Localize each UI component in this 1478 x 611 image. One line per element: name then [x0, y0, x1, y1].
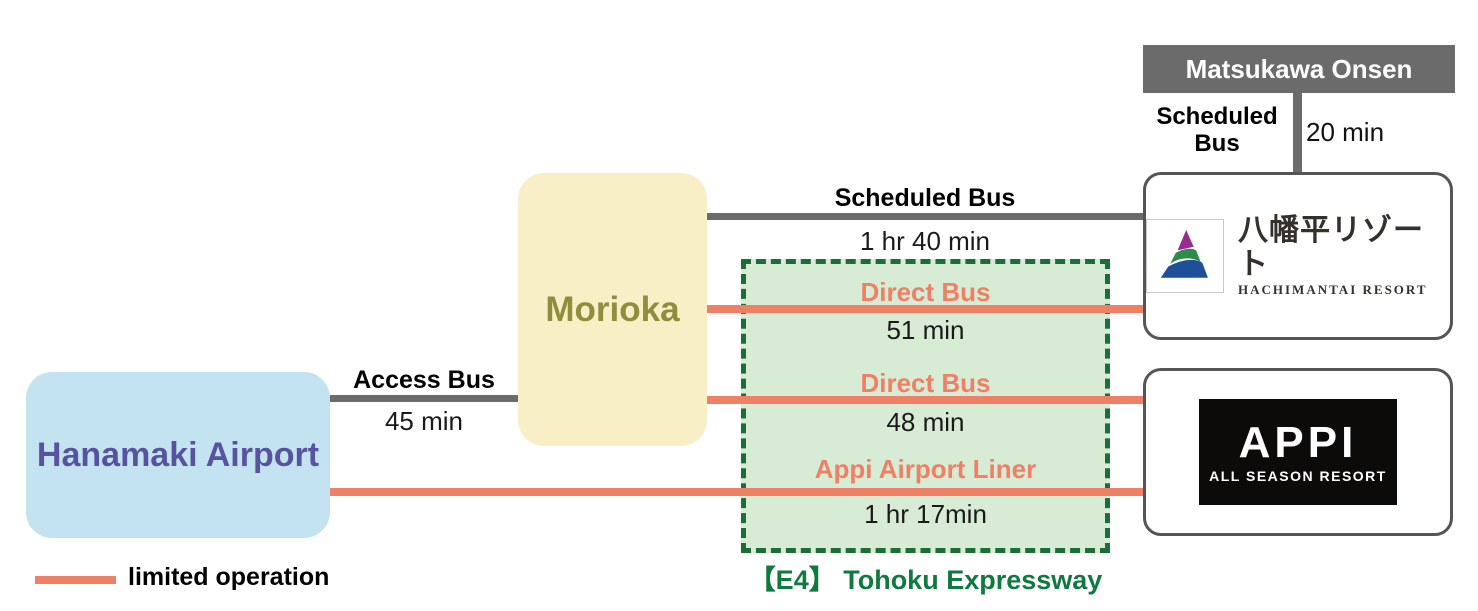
hachimantai-mountain-logo-icon: [1146, 219, 1224, 293]
appi-airport-liner-line: [330, 488, 1143, 496]
hanamaki-airport-label: Hanamaki Airport: [36, 435, 320, 474]
hachimantai-resort-node: 八幡平リゾート HACHIMANTAI RESORT: [1143, 172, 1453, 340]
matsukawa-onsen-node: Matsukawa Onsen: [1143, 45, 1455, 93]
morioka-node: Morioka: [518, 173, 707, 446]
access-bus-label: Access Bus: [353, 366, 495, 394]
hachimantai-name-en: HACHIMANTAI RESORT: [1238, 282, 1428, 297]
matsukawa-bus-duration: 20 min: [1306, 117, 1385, 147]
tohoku-expressway-label: 【E4】 Tohoku Expressway: [748, 565, 1103, 595]
scheduled-bus-label: Scheduled Bus: [834, 184, 1016, 212]
direct-bus-hachimantai-label: Direct Bus: [860, 277, 991, 307]
appi-airport-liner-duration: 1 hr 17min: [864, 499, 987, 529]
direct-bus-hachimantai-line: [707, 305, 1143, 313]
limited-operation-label: limited operation: [128, 563, 330, 591]
hachimantai-resort-wordmark: 八幡平リゾート HACHIMANTAI RESORT: [1238, 214, 1450, 298]
matsukawa-bus-label: Scheduled Bus: [1146, 103, 1288, 157]
scheduled-bus-line: [707, 213, 1143, 220]
appi-airport-liner-label: Appi Airport Liner: [814, 454, 1037, 484]
matsukawa-route-line: [1293, 92, 1302, 173]
hachimantai-name-jp: 八幡平リゾート: [1238, 214, 1424, 281]
matsukawa-onsen-label: Matsukawa Onsen: [1185, 53, 1413, 84]
matsukawa-bus-label-line2: Bus: [1194, 130, 1240, 157]
scheduled-bus-duration: 1 hr 40 min: [859, 226, 991, 256]
matsukawa-bus-label-line1: Scheduled: [1156, 103, 1278, 130]
appi-subtitle-text: ALL SEASON RESORT: [1209, 468, 1387, 484]
direct-bus-hachimantai-duration: 51 min: [886, 315, 965, 345]
direct-bus-appi-line: [707, 396, 1143, 404]
direct-bus-appi-label: Direct Bus: [860, 368, 991, 398]
hanamaki-airport-node: Hanamaki Airport: [26, 372, 330, 538]
limited-operation-line-sample: [35, 576, 116, 584]
access-bus-duration: 45 min: [384, 406, 464, 436]
access-bus-line: [330, 395, 518, 402]
appi-resort-node: APPI ALL SEASON RESORT: [1143, 368, 1453, 536]
direct-bus-appi-duration: 48 min: [886, 407, 965, 437]
appi-brand-text: APPI: [1238, 418, 1358, 467]
appi-logo: APPI ALL SEASON RESORT: [1199, 399, 1397, 505]
morioka-label: Morioka: [545, 289, 680, 329]
